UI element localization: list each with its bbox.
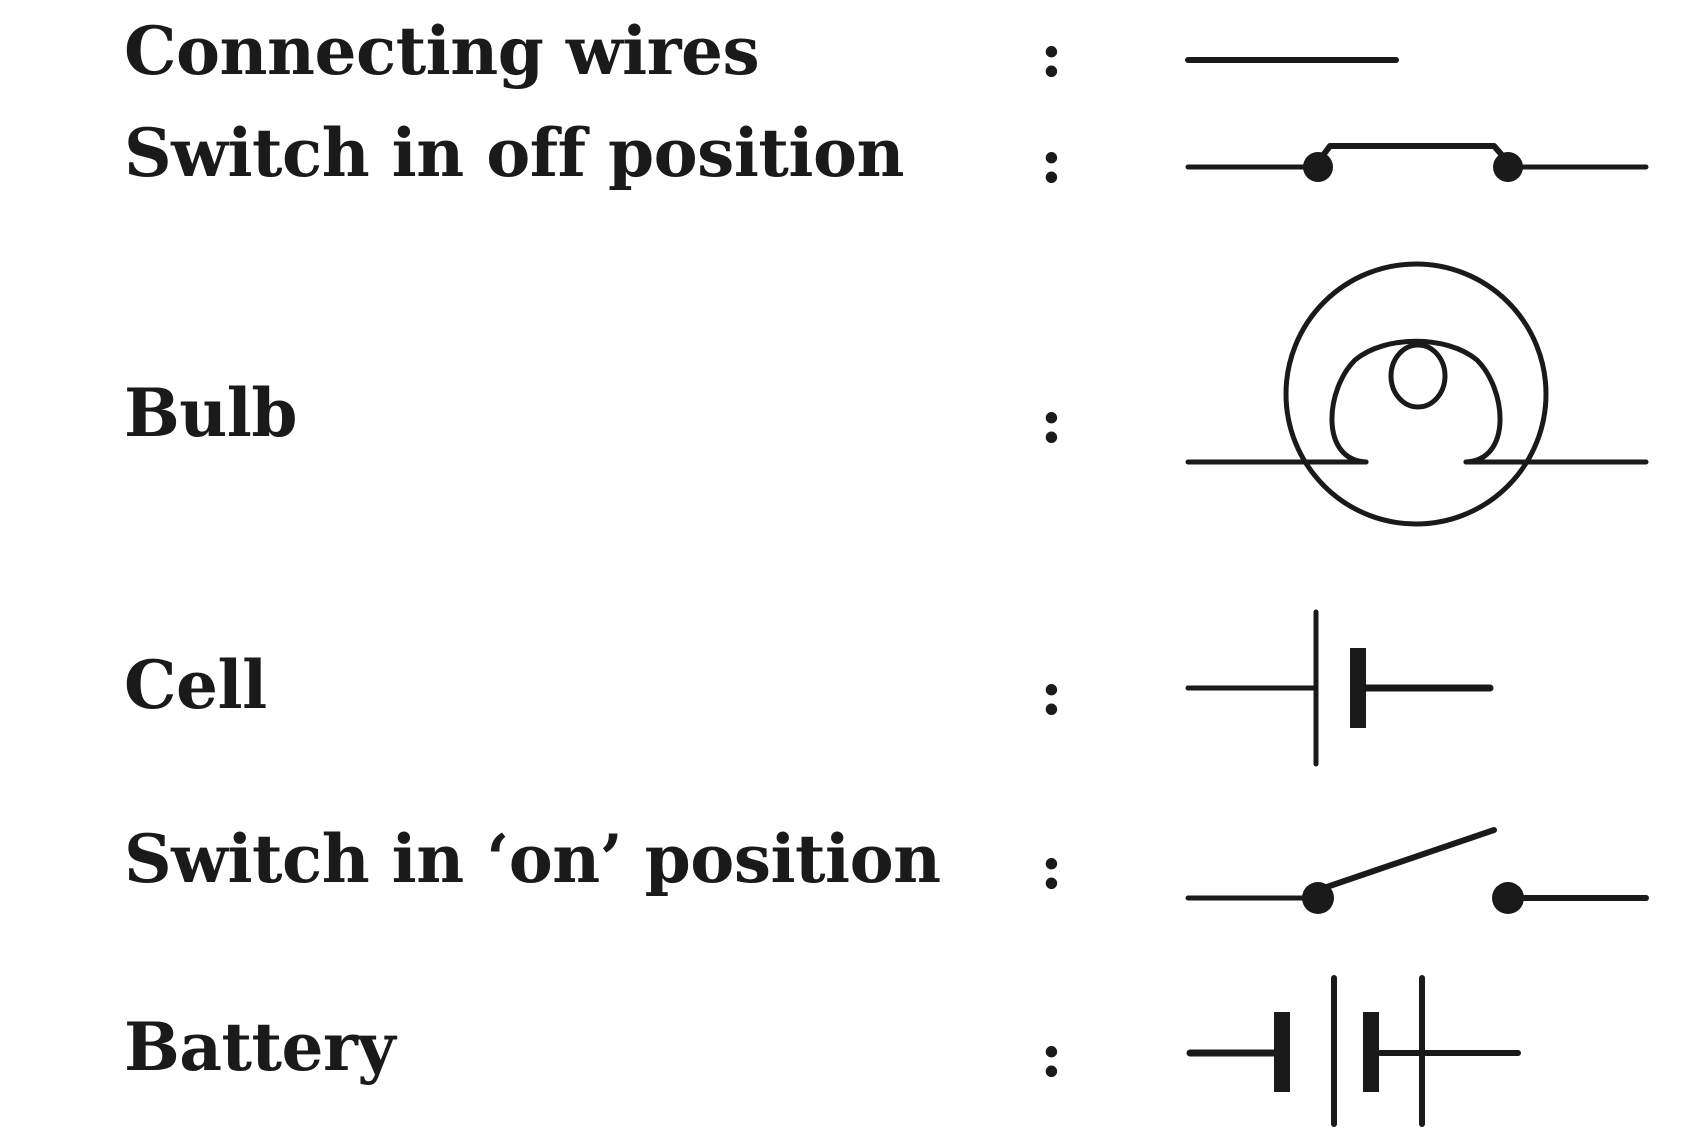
symbol-colon: :	[1040, 1018, 1063, 1091]
symbol-label: Battery	[124, 1008, 396, 1086]
symbol-colon: :	[1040, 830, 1063, 903]
symbol-label: Bulb	[124, 374, 298, 452]
symbol-label: Connecting wires	[124, 12, 760, 90]
cell-symbol	[1185, 609, 1494, 767]
switch-on-symbol	[1185, 827, 1649, 914]
switch-off-symbol	[1185, 143, 1649, 182]
symbol-colon: :	[1040, 656, 1063, 729]
symbol-colon: :	[1040, 124, 1063, 197]
battery-symbol	[1186, 975, 1521, 1127]
symbol-colon: :	[1040, 384, 1063, 457]
symbol-colon: :	[1040, 18, 1063, 91]
symbol-label: Cell	[124, 646, 267, 724]
symbol-label: Switch in off position	[124, 114, 904, 192]
bulb-symbol	[1185, 261, 1649, 527]
symbol-label: Switch in ‘on’ position	[124, 820, 941, 898]
